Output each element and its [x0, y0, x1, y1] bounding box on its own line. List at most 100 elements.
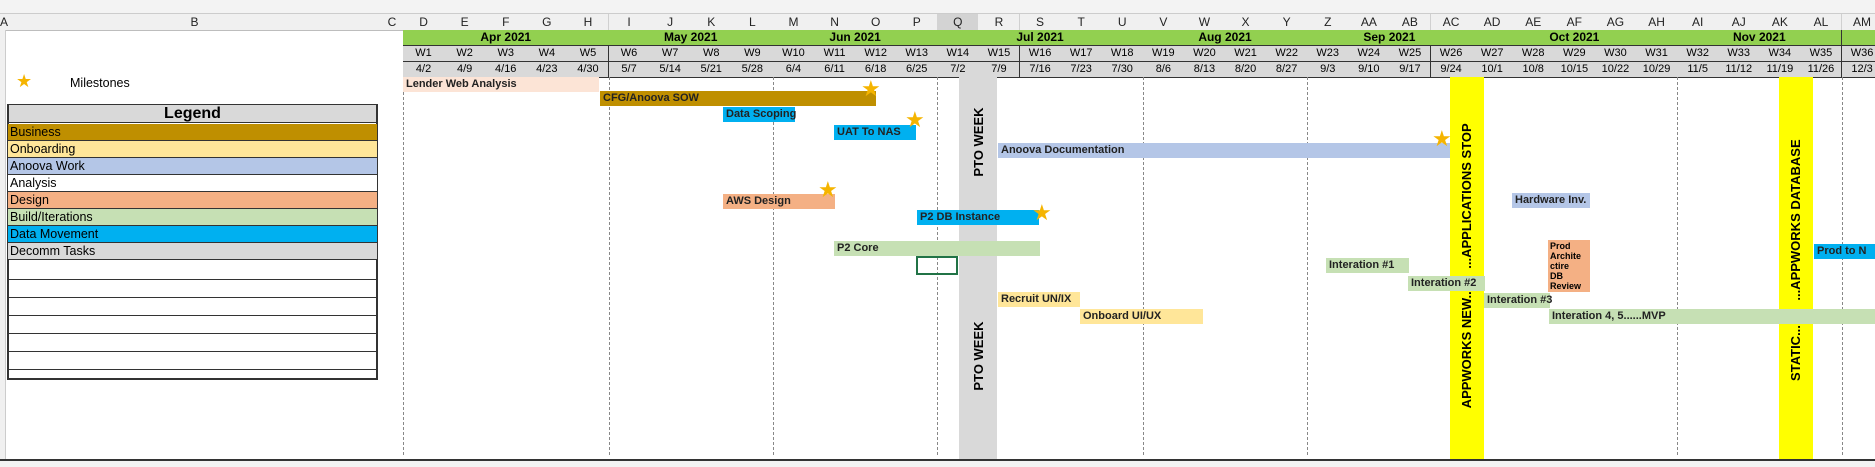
legend-item: Build/Iterations: [8, 209, 377, 226]
month-cell: Dec: [1841, 30, 1875, 46]
milestone-star-icon: ★: [818, 177, 838, 202]
task-prod-to-n: Prod to N: [1814, 244, 1875, 259]
week-cell: W27: [1471, 46, 1514, 62]
column-header[interactable]: U: [1101, 14, 1144, 31]
week-cell: W29: [1553, 46, 1596, 62]
month-separator-line: [608, 77, 610, 455]
week-cell: W26: [1430, 46, 1473, 62]
date-cell: 4/30: [567, 62, 610, 78]
row-header-strip: [0, 30, 6, 467]
week-cell: W31: [1636, 46, 1679, 62]
month-separator-line: [1677, 77, 1679, 455]
column-header[interactable]: AB: [1389, 14, 1432, 31]
month-separator-line: [937, 77, 939, 455]
legend-item: Anoova Work: [8, 158, 377, 175]
week-cell: W5: [567, 46, 610, 62]
column-header[interactable]: V: [1142, 14, 1185, 31]
week-cell: W2: [444, 46, 487, 62]
column-header[interactable]: R: [978, 14, 1021, 31]
column-header[interactable]: M: [772, 14, 815, 31]
date-cell: 10/15: [1553, 62, 1596, 78]
task-interation-3: Interation #3: [1484, 293, 1552, 308]
date-cell: 4/16: [485, 62, 528, 78]
week-cell: W30: [1594, 46, 1637, 62]
week-cell: W19: [1142, 46, 1185, 62]
legend-title: Legend: [9, 105, 376, 123]
column-header[interactable]: Y: [1266, 14, 1309, 31]
week-cell: W33: [1718, 46, 1761, 62]
column-header[interactable]: H: [567, 14, 610, 31]
week-cell: W15: [978, 46, 1021, 62]
date-cell: 9/3: [1307, 62, 1350, 78]
column-header[interactable]: AA: [1348, 14, 1391, 31]
column-header[interactable]: Z: [1307, 14, 1350, 31]
week-cell: W13: [896, 46, 939, 62]
column-header[interactable]: S: [1019, 14, 1062, 31]
column-header[interactable]: C: [381, 14, 404, 31]
column-header[interactable]: K: [690, 14, 733, 31]
legend-item: Decomm Tasks: [8, 243, 377, 260]
date-cell: 5/28: [731, 62, 774, 78]
column-header[interactable]: AM: [1841, 14, 1875, 31]
column-header[interactable]: AF: [1553, 14, 1596, 31]
task-p2-db-instance: P2 DB Instance: [917, 210, 1039, 225]
column-header[interactable]: T: [1060, 14, 1103, 31]
column-header[interactable]: J: [649, 14, 692, 31]
column-header[interactable]: F: [485, 14, 528, 31]
date-cell: 7/30: [1101, 62, 1144, 78]
date-cell: 11/12: [1718, 62, 1761, 78]
column-header[interactable]: AK: [1759, 14, 1802, 31]
pto-week-label-bottom: PTO WEEK: [971, 321, 986, 391]
date-cell: 8/6: [1142, 62, 1185, 78]
legend-empty-row: [9, 298, 376, 316]
column-header[interactable]: P: [896, 14, 939, 31]
column-header[interactable]: O: [855, 14, 898, 31]
date-cell: 10/29: [1636, 62, 1679, 78]
column-header[interactable]: AL: [1800, 14, 1843, 31]
column-header[interactable]: Q: [937, 14, 980, 31]
week-cell: W34: [1759, 46, 1802, 62]
month-separator-line: [1841, 77, 1843, 455]
date-cell: 4/2: [403, 62, 446, 78]
column-header[interactable]: AI: [1677, 14, 1720, 31]
milestone-star-icon: ★: [1432, 126, 1452, 151]
column-header[interactable]: W: [1183, 14, 1226, 31]
week-cell: W24: [1348, 46, 1391, 62]
selected-cell[interactable]: [916, 256, 958, 275]
column-header[interactable]: AJ: [1718, 14, 1761, 31]
legend-item: Business: [8, 124, 377, 141]
date-cell: 11/5: [1677, 62, 1720, 78]
appworks-database-label: ...APPWORKS DATABASE: [1788, 139, 1803, 301]
legend-item: Data Movement: [8, 226, 377, 243]
week-cell: W12: [855, 46, 898, 62]
week-cell: W25: [1389, 46, 1432, 62]
pto-week-column: [959, 77, 997, 459]
column-header[interactable]: X: [1225, 14, 1268, 31]
column-header[interactable]: D: [403, 14, 446, 31]
column-header[interactable]: G: [526, 14, 569, 31]
column-header[interactable]: AD: [1471, 14, 1514, 31]
legend-empty-row: [9, 262, 376, 280]
column-header[interactable]: I: [608, 14, 651, 31]
column-header[interactable]: B: [8, 14, 382, 31]
column-header[interactable]: AE: [1512, 14, 1555, 31]
applications-stop-label: ...APPLICATIONS STOP: [1459, 123, 1474, 269]
column-header[interactable]: N: [814, 14, 857, 31]
date-cell: 10/1: [1471, 62, 1514, 78]
milestone-star-icon: ★: [905, 107, 925, 132]
task-p2-core: P2 Core: [834, 241, 1040, 256]
column-header[interactable]: E: [444, 14, 487, 31]
task-interation-1: Interation #1: [1326, 258, 1409, 273]
month-separator-line: [1142, 77, 1144, 455]
task-anoova-documentation: Anoova Documentation: [998, 143, 1450, 158]
week-cell: W11: [814, 46, 857, 62]
column-header[interactable]: AG: [1594, 14, 1637, 31]
week-cell: W18: [1101, 46, 1144, 62]
week-cell: W21: [1225, 46, 1268, 62]
column-header[interactable]: L: [731, 14, 774, 31]
column-header[interactable]: AH: [1636, 14, 1679, 31]
column-header[interactable]: AC: [1430, 14, 1473, 31]
week-cell: W28: [1512, 46, 1555, 62]
date-cell: 5/14: [649, 62, 692, 78]
